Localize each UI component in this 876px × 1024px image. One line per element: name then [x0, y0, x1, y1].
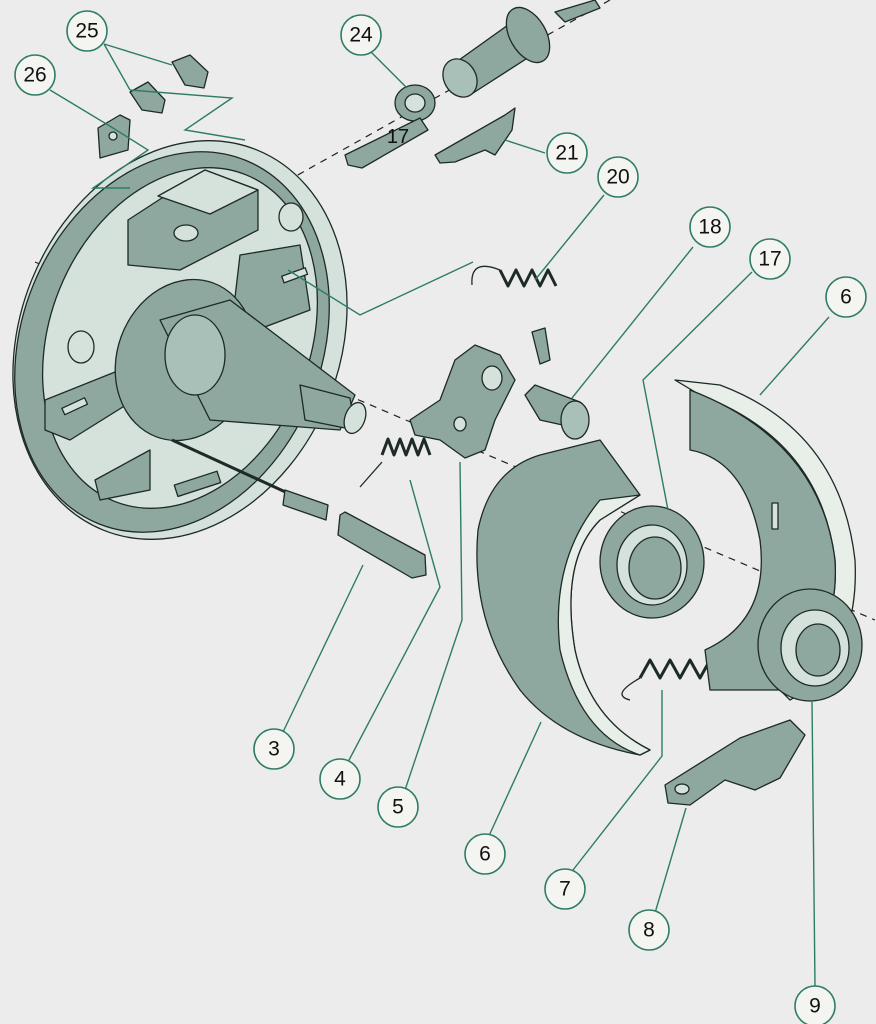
part-17-bearing-ring: [599, 505, 705, 619]
adjuster-rod: [171, 438, 329, 521]
svg-text:8: 8: [643, 919, 655, 942]
part-20-spring: [471, 265, 558, 288]
part-8-cam-plate: [664, 719, 806, 806]
callout-21: 21: [546, 132, 588, 174]
callout-20: 20: [597, 156, 639, 198]
svg-text:9: 9: [809, 995, 821, 1018]
svg-text:4: 4: [334, 768, 346, 791]
part-18-pin: [524, 327, 590, 440]
svg-text:7: 7: [559, 878, 571, 901]
inline-label-17: 17: [387, 126, 409, 148]
callout-26: 26: [14, 54, 56, 96]
part-4-spring: [359, 437, 432, 488]
callout-17: 17: [749, 238, 791, 280]
callout-6-lower: 6: [464, 833, 506, 875]
part-9-hub-bearing: [757, 588, 863, 702]
axle-spindle: [114, 278, 367, 442]
part-3-wedge: [337, 511, 427, 579]
part-26-plate: [97, 114, 131, 159]
callout-5: 5: [377, 786, 419, 828]
callout-7: 7: [544, 868, 586, 910]
callout-24: 24: [340, 14, 382, 56]
callout-25: 25: [66, 10, 108, 52]
svg-text:5: 5: [392, 796, 404, 819]
part-actuator-sleeve: [442, 0, 601, 98]
leader-lines: [49, 43, 830, 989]
part-7-spring: [621, 658, 712, 701]
svg-text:18: 18: [698, 216, 721, 239]
svg-text:21: 21: [555, 142, 578, 165]
part-6-brake-shoe-front: [476, 439, 651, 756]
part-24-washer: [394, 84, 436, 122]
svg-text:25: 25: [75, 20, 98, 43]
svg-text:26: 26: [23, 64, 46, 87]
callout-6-upper: 6: [825, 276, 867, 318]
part-25-bolts: [129, 54, 209, 114]
part-17-clip: [344, 117, 429, 169]
callout-8: 8: [628, 909, 670, 951]
svg-text:20: 20: [606, 166, 629, 189]
callout-4: 4: [319, 758, 361, 800]
svg-text:3: 3: [268, 738, 280, 761]
part-21-latch: [434, 107, 516, 164]
svg-text:24: 24: [349, 24, 373, 47]
svg-text:17: 17: [758, 248, 781, 271]
callout-18: 18: [689, 206, 731, 248]
svg-text:6: 6: [479, 843, 491, 866]
svg-text:6: 6: [840, 286, 852, 309]
part-5-lever: [409, 344, 516, 459]
callout-9: 9: [794, 985, 836, 1024]
callout-3: 3: [253, 728, 295, 770]
